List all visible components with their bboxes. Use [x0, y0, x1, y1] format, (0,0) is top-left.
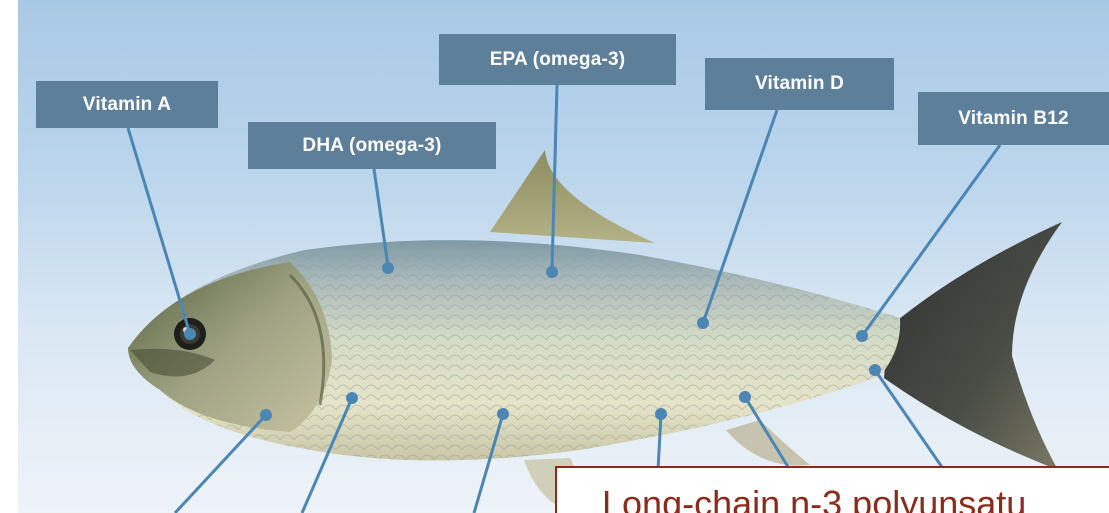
tail-fin [884, 222, 1062, 470]
label-vitamin-a: Vitamin A [36, 81, 218, 128]
label-vitamin-b12: Vitamin B12 [918, 92, 1109, 145]
dorsal-fin [490, 150, 655, 243]
label-dha-omega-3: DHA (omega-3) [248, 122, 496, 169]
callout-text: Long-chain n-3 polyunsatu [602, 486, 1026, 513]
anal-fin [726, 420, 810, 466]
callout-box: Long-chain n-3 polyunsatu [555, 466, 1109, 513]
label-vitamin-d: Vitamin D [705, 58, 894, 110]
label-epa-omega-3: EPA (omega-3) [439, 34, 676, 85]
